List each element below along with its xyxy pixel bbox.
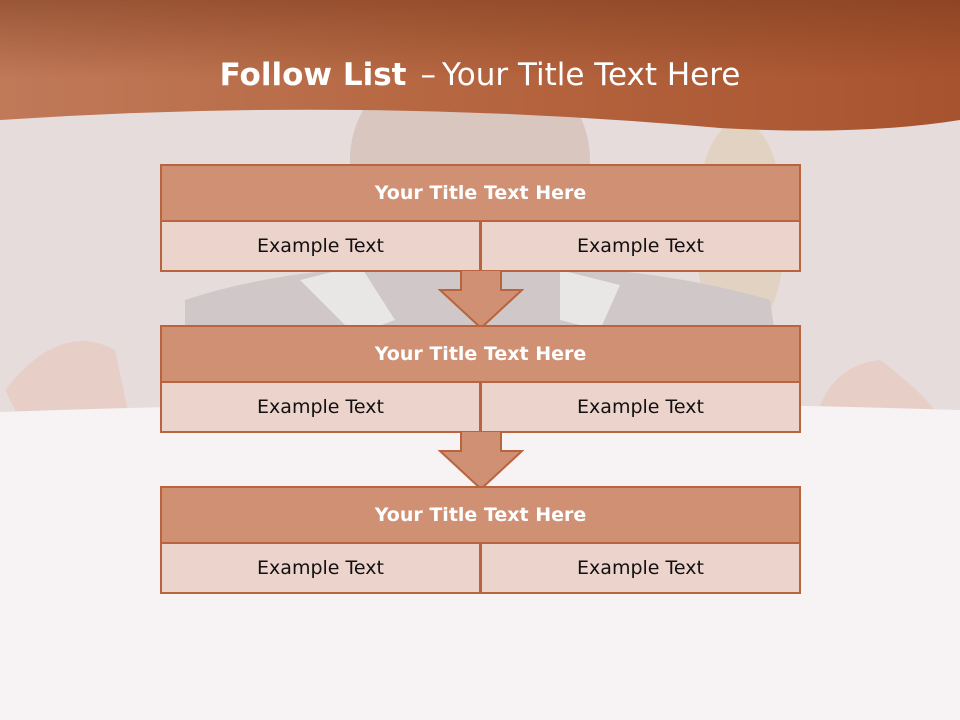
title-separator: – (420, 57, 436, 93)
step-title: Your Title Text Here (160, 486, 801, 544)
step-left-cell: Example Text (160, 544, 481, 594)
step-title: Your Title Text Here (160, 325, 801, 383)
step-left-cell: Example Text (160, 383, 481, 433)
step-title: Your Title Text Here (160, 164, 801, 222)
step-block: Your Title Text Here Example Text Exampl… (160, 325, 801, 433)
page-title: Follow List–Your Title Text Here (0, 54, 960, 96)
step-right-cell: Example Text (481, 544, 801, 594)
step-row: Example Text Example Text (160, 222, 801, 272)
step-right-cell: Example Text (481, 222, 801, 272)
step-left-cell: Example Text (160, 222, 481, 272)
step-block: Your Title Text Here Example Text Exampl… (160, 164, 801, 272)
step-right-cell: Example Text (481, 383, 801, 433)
step-row: Example Text Example Text (160, 383, 801, 433)
step-row: Example Text Example Text (160, 544, 801, 594)
step-block: Your Title Text Here Example Text Exampl… (160, 486, 801, 594)
down-arrow-icon (438, 270, 524, 330)
title-rest: Your Title Text Here (441, 57, 741, 93)
title-bold: Follow List (219, 57, 407, 93)
down-arrow-icon (438, 431, 524, 491)
